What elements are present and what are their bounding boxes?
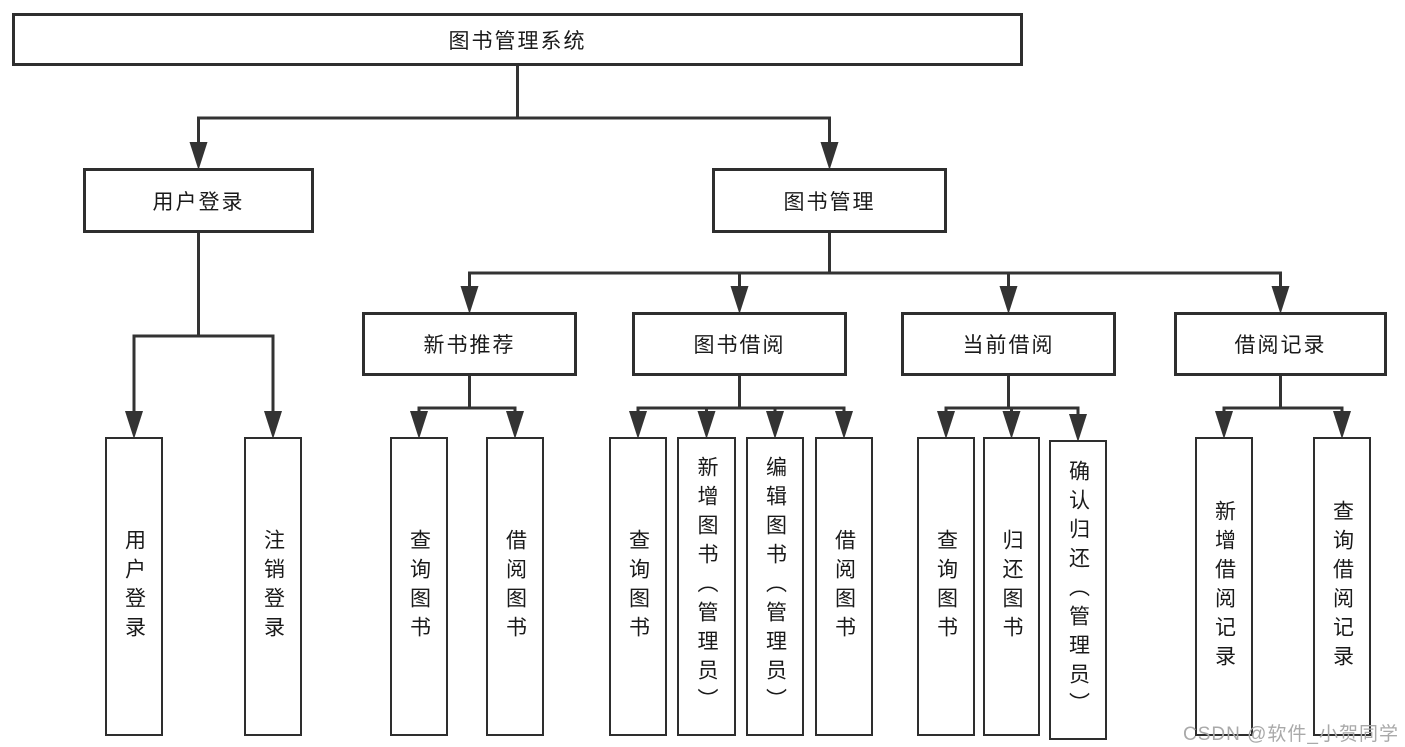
node-newbook: 新书推荐 xyxy=(362,312,577,376)
node-label-bb-edit: 编辑图书（管理员） xyxy=(763,456,787,717)
arrowhead-icon xyxy=(1215,411,1233,439)
arrowhead-icon xyxy=(937,411,955,439)
node-label-cb-return: 归还图书 xyxy=(1000,528,1024,645)
node-label-cb-confirm: 确认归还（管理员） xyxy=(1066,459,1090,721)
arrowhead-icon xyxy=(999,286,1018,314)
arrowhead-icon xyxy=(820,142,839,170)
node-borrow: 图书借阅 xyxy=(632,312,847,376)
node-bb-edit: 编辑图书（管理员） xyxy=(746,437,804,736)
arrowhead-icon xyxy=(506,411,524,439)
node-label-bb-query: 查询图书 xyxy=(626,528,650,645)
fanout-login xyxy=(125,231,282,439)
arrowhead-icon xyxy=(697,411,716,439)
node-label-nb-query: 查询图书 xyxy=(407,528,431,645)
node-label-user-login: 用户登录 xyxy=(122,528,146,645)
arrowhead-icon xyxy=(629,411,647,439)
node-label-records: 借阅记录 xyxy=(1234,334,1327,357)
arrowhead-icon xyxy=(1271,286,1290,314)
arrowhead-icon xyxy=(1069,414,1087,442)
node-label-borrow: 图书借阅 xyxy=(693,334,786,357)
arrowhead-icon xyxy=(460,286,479,314)
node-mgmt: 图书管理 xyxy=(712,168,947,233)
node-bb-borrow: 借阅图书 xyxy=(815,437,873,736)
node-bb-query: 查询图书 xyxy=(609,437,667,736)
arrowhead-icon xyxy=(766,411,784,439)
node-current: 当前借阅 xyxy=(901,312,1116,376)
node-user-login: 用户登录 xyxy=(105,437,163,736)
node-records: 借阅记录 xyxy=(1174,312,1387,376)
node-br-query: 查询借阅记录 xyxy=(1313,437,1371,736)
arrowhead-icon xyxy=(1002,411,1021,439)
node-label-nb-borrow: 借阅图书 xyxy=(503,528,527,645)
fanout-records xyxy=(1215,374,1351,439)
node-logout: 注销登录 xyxy=(244,437,302,736)
fanout-newbook xyxy=(410,374,524,439)
node-label-login: 用户登录 xyxy=(152,190,245,214)
node-label-mgmt: 图书管理 xyxy=(783,190,876,214)
arrowhead-icon xyxy=(125,411,143,439)
node-cb-return: 归还图书 xyxy=(983,437,1040,736)
node-login: 用户登录 xyxy=(83,168,314,233)
arrowhead-icon xyxy=(264,411,282,439)
watermark: CSDN @软件_小贺同学 xyxy=(1183,724,1399,745)
fanout-mgmt xyxy=(460,231,1290,314)
node-label-newbook: 新书推荐 xyxy=(423,334,516,357)
node-br-add: 新增借阅记录 xyxy=(1195,437,1253,736)
node-nb-query: 查询图书 xyxy=(390,437,448,736)
node-cb-query: 查询图书 xyxy=(917,437,975,736)
arrowhead-icon xyxy=(835,411,853,439)
node-cb-confirm: 确认归还（管理员） xyxy=(1049,440,1107,740)
node-label-bb-add: 新增图书（管理员） xyxy=(695,456,719,717)
arrowhead-icon xyxy=(1333,411,1351,439)
arrowhead-icon xyxy=(730,286,749,314)
fanout-current xyxy=(937,374,1087,442)
fanout-borrow xyxy=(629,374,853,439)
arrowhead-icon xyxy=(189,142,208,170)
arrowhead-icon xyxy=(410,411,428,439)
node-label-cb-query: 查询图书 xyxy=(934,528,958,645)
node-label-br-query: 查询借阅记录 xyxy=(1330,499,1354,674)
node-label-current: 当前借阅 xyxy=(962,334,1055,357)
node-bb-add: 新增图书（管理员） xyxy=(677,437,736,736)
node-label-logout: 注销登录 xyxy=(261,528,285,645)
fanout-root xyxy=(189,64,839,170)
node-label-br-add: 新增借阅记录 xyxy=(1212,499,1236,674)
node-root: 图书管理系统 xyxy=(12,13,1023,66)
node-label-bb-borrow: 借阅图书 xyxy=(832,528,856,645)
node-label-root: 图书管理系统 xyxy=(448,29,587,53)
node-nb-borrow: 借阅图书 xyxy=(486,437,544,736)
